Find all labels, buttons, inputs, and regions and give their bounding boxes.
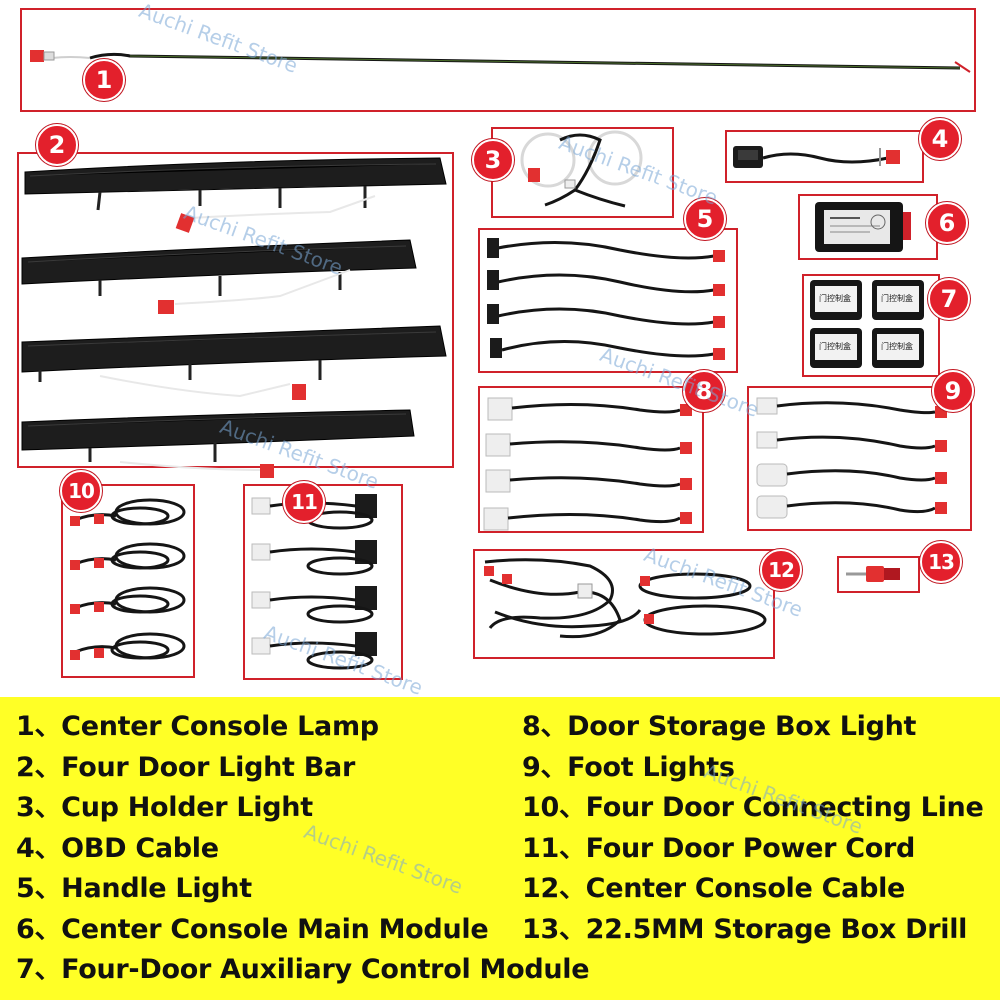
storage-box-light-image [483, 397, 692, 531]
module-label: 门控制盒 [881, 341, 913, 351]
legend-item-8: 8、Door Storage Box Light [522, 711, 917, 742]
console-cable-image [484, 558, 767, 639]
badge-3: 3 [472, 139, 514, 181]
legend-item-6: 6、Center Console Main Module [16, 913, 489, 945]
badge-7: 7 [928, 278, 970, 320]
legend-item-4: 4、OBD Cable [16, 832, 219, 864]
badge-5: 5 [684, 198, 726, 240]
cup-holder-light-image [520, 130, 643, 208]
item-12-frame [473, 549, 775, 659]
legend-item-1: 1、Center Console Lamp [16, 711, 379, 742]
legend-item-11: 11、Four Door Power Cord [522, 832, 916, 864]
center-console-lamp-image [30, 50, 971, 73]
obd-cable-image [733, 146, 900, 168]
badge-4: 4 [919, 118, 961, 160]
four-door-light-bar-image [21, 157, 447, 478]
connecting-line-image [70, 498, 186, 660]
module-label: 门控制盒 [819, 341, 851, 351]
badge-1: 1 [83, 59, 125, 101]
legend-column-right: 8、Door Storage Box Light 9、Foot Lights 1… [522, 707, 984, 950]
legend-item-3: 3、Cup Holder Light [16, 792, 313, 823]
badge-9: 9 [932, 370, 974, 412]
legend-item-13: 13、22.5MM Storage Box Drill [522, 913, 968, 945]
legend-item-5: 5、Handle Light [16, 873, 252, 904]
aux-control-modules-image: 门控制盒 门控制盒 门控制盒 门控制盒 [810, 280, 924, 368]
item-5-frame [478, 228, 738, 373]
badge-6: 6 [926, 202, 968, 244]
module-label: 门控制盒 [881, 293, 913, 303]
legend-item-9: 9、Foot Lights [522, 751, 735, 783]
badge-8: 8 [683, 370, 725, 412]
module-label: 门控制盒 [819, 293, 851, 303]
legend-item-2: 2、Four Door Light Bar [16, 751, 355, 783]
legend-column-left: 1、Center Console Lamp 2、Four Door Light … [16, 707, 590, 991]
badge-13: 13 [920, 541, 962, 583]
legend-item-10: 10、Four Door Connecting Line [522, 792, 984, 823]
badge-11: 11 [283, 481, 325, 523]
legend-item-12: 12、Center Console Cable [522, 873, 906, 904]
badge-2: 2 [36, 124, 78, 166]
item-8-frame [478, 386, 704, 533]
main-module-image [815, 202, 911, 252]
badge-10: 10 [60, 470, 102, 512]
power-cord-image [251, 494, 377, 670]
legend-panel: 1、Center Console Lamp 2、Four Door Light … [0, 697, 1000, 1000]
foot-lights-image [756, 397, 947, 519]
handle-light-image [487, 238, 725, 360]
drill-bit-image [846, 566, 900, 582]
badge-12: 12 [760, 549, 802, 591]
item-3-frame [491, 127, 674, 218]
legend-item-7: 7、Four-Door Auxiliary Control Module [16, 954, 590, 985]
